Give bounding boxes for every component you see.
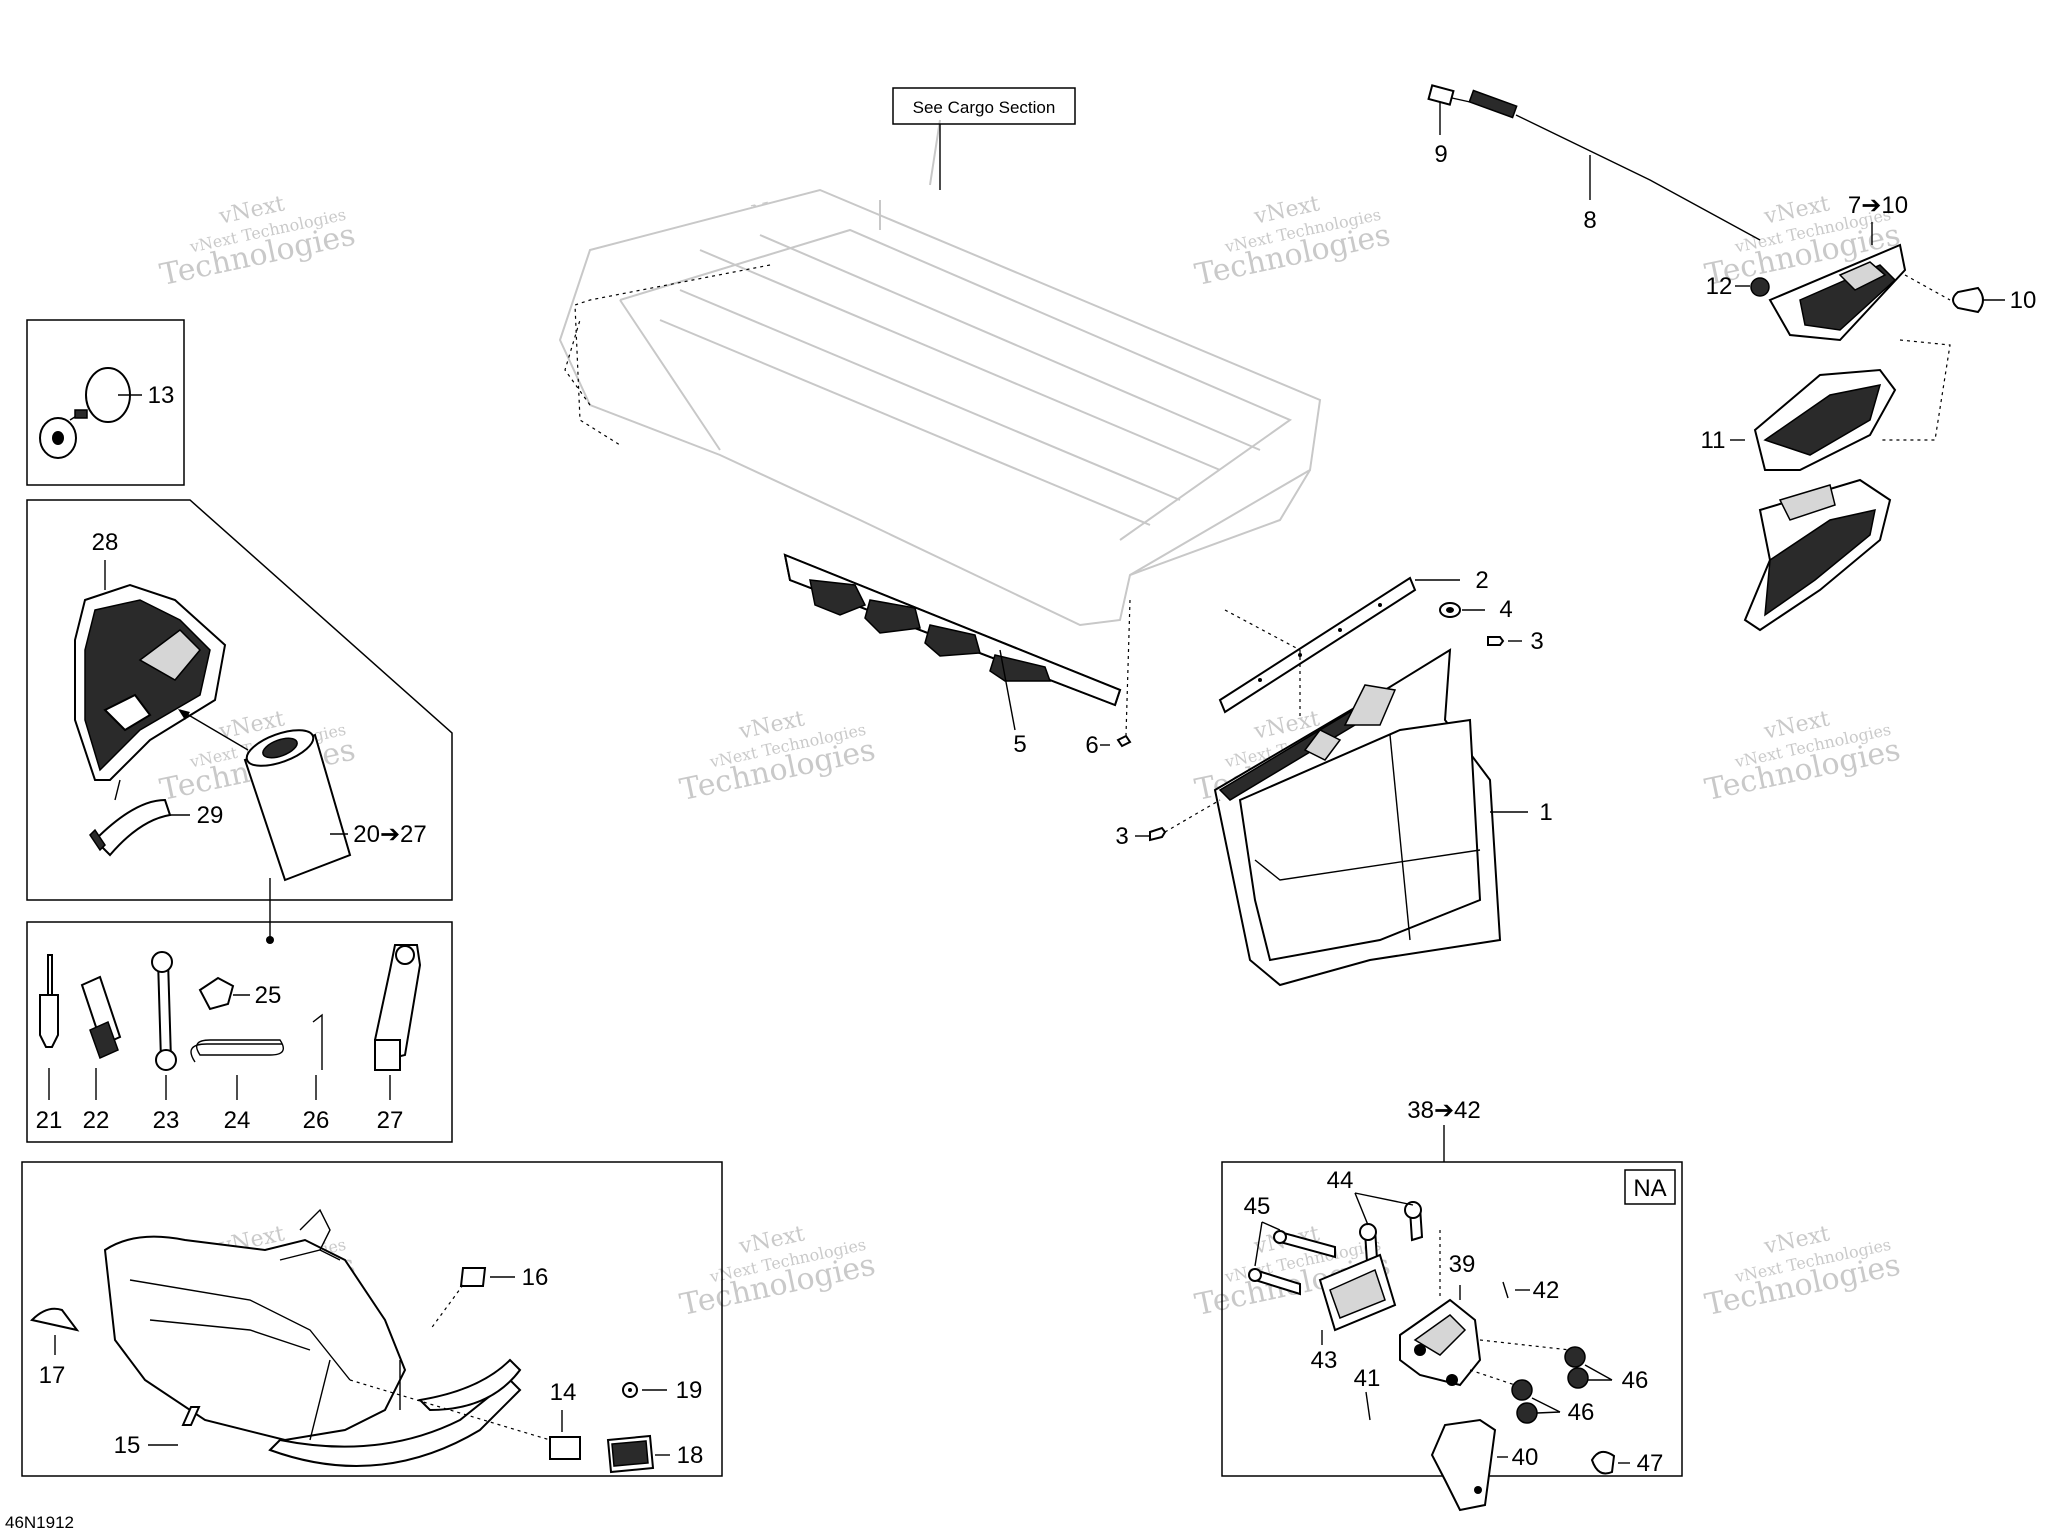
cargo-note: See Cargo Section bbox=[892, 87, 1076, 190]
detail-box-tools: 21 22 23 24 25 26 27 bbox=[26, 921, 453, 1143]
detail-box-frame bbox=[26, 499, 453, 901]
callout-29: 29 bbox=[197, 802, 224, 829]
callout-15: 15 bbox=[114, 1432, 141, 1459]
tail-light-assembly: 7➔10 12 10 bbox=[1706, 192, 2037, 441]
detail-box-13: 13 bbox=[26, 319, 185, 486]
callout-6: 6 bbox=[1085, 732, 1098, 759]
callout-46-upper: 46 bbox=[1622, 1367, 1649, 1394]
callout-23: 23 bbox=[153, 1107, 180, 1134]
callout-47: 47 bbox=[1637, 1450, 1664, 1477]
callout-19: 19 bbox=[676, 1377, 703, 1404]
callout-41: 41 bbox=[1354, 1365, 1381, 1392]
callout-24: 24 bbox=[224, 1107, 251, 1134]
region-badge-box bbox=[1624, 1169, 1676, 1205]
detail-box-tool-pouch: 28 29 20➔27 bbox=[26, 499, 453, 944]
callout-1: 1 bbox=[1539, 799, 1552, 826]
callout-5: 5 bbox=[1013, 731, 1026, 758]
part-8-9-harness: 9 8 bbox=[1427, 84, 1761, 241]
callout-38-42: 38➔42 bbox=[1407, 1097, 1481, 1124]
cargo-rack-reference bbox=[558, 119, 1322, 627]
detail-box-frame bbox=[21, 1161, 723, 1477]
part-3-screw-upper: 3 bbox=[1487, 628, 1544, 655]
callout-45: 45 bbox=[1244, 1193, 1271, 1220]
callout-11: 11 bbox=[1701, 427, 1726, 454]
part-3-screw-lower: 3 bbox=[1115, 799, 1221, 850]
cargo-note-box bbox=[892, 87, 1076, 125]
part-6-clip: 6 bbox=[1085, 599, 1132, 759]
callout-40: 40 bbox=[1512, 1444, 1539, 1471]
part-2-plate: 2 bbox=[1218, 567, 1489, 720]
callout-10: 10 bbox=[2010, 287, 2037, 314]
callout-46-lower: 46 bbox=[1568, 1399, 1595, 1426]
detail-box-frame bbox=[26, 921, 453, 1143]
cargo-note-text: See Cargo Section bbox=[913, 98, 1056, 117]
callout-9: 9 bbox=[1434, 141, 1447, 168]
part-5-side-strip: 5 bbox=[783, 553, 1122, 758]
callout-3-lower: 3 bbox=[1115, 823, 1128, 850]
detail-box-frame bbox=[26, 319, 185, 486]
callout-42: 42 bbox=[1533, 1277, 1560, 1304]
part-11-housing: 11 bbox=[1701, 368, 1897, 632]
part-4-washer: 4 bbox=[1439, 596, 1513, 623]
callout-16: 16 bbox=[522, 1264, 549, 1291]
detail-box-hitch: 38➔42 NA 45 44 43 39 bbox=[1221, 1097, 1683, 1512]
callout-43: 43 bbox=[1311, 1347, 1338, 1374]
part-1-rear-flap: 1 bbox=[1213, 648, 1553, 987]
callout-13: 13 bbox=[148, 382, 175, 409]
callout-17: 17 bbox=[39, 1362, 66, 1389]
drawing-code: 46N1912 bbox=[5, 1513, 74, 1532]
callout-21: 21 bbox=[36, 1107, 63, 1134]
callout-25: 25 bbox=[255, 982, 282, 1009]
callout-14: 14 bbox=[550, 1379, 577, 1406]
callout-39: 39 bbox=[1449, 1251, 1476, 1278]
callout-44: 44 bbox=[1327, 1167, 1354, 1194]
callout-4: 4 bbox=[1499, 596, 1512, 623]
callout-3-upper: 3 bbox=[1530, 628, 1543, 655]
callout-12: 12 bbox=[1706, 273, 1733, 300]
callout-2: 2 bbox=[1475, 567, 1488, 594]
callout-27: 27 bbox=[377, 1107, 404, 1134]
callout-8: 8 bbox=[1583, 207, 1596, 234]
callout-18: 18 bbox=[677, 1442, 704, 1469]
region-badge: NA bbox=[1633, 1175, 1666, 1202]
callout-7-10: 7➔10 bbox=[1848, 192, 1908, 219]
callout-22: 22 bbox=[83, 1107, 110, 1134]
callout-28: 28 bbox=[92, 529, 119, 556]
callout-26: 26 bbox=[303, 1107, 330, 1134]
callout-20-27: 20➔27 bbox=[353, 821, 427, 848]
detail-box-decals: 17 16 15 14 18 19 bbox=[21, 1161, 723, 1477]
